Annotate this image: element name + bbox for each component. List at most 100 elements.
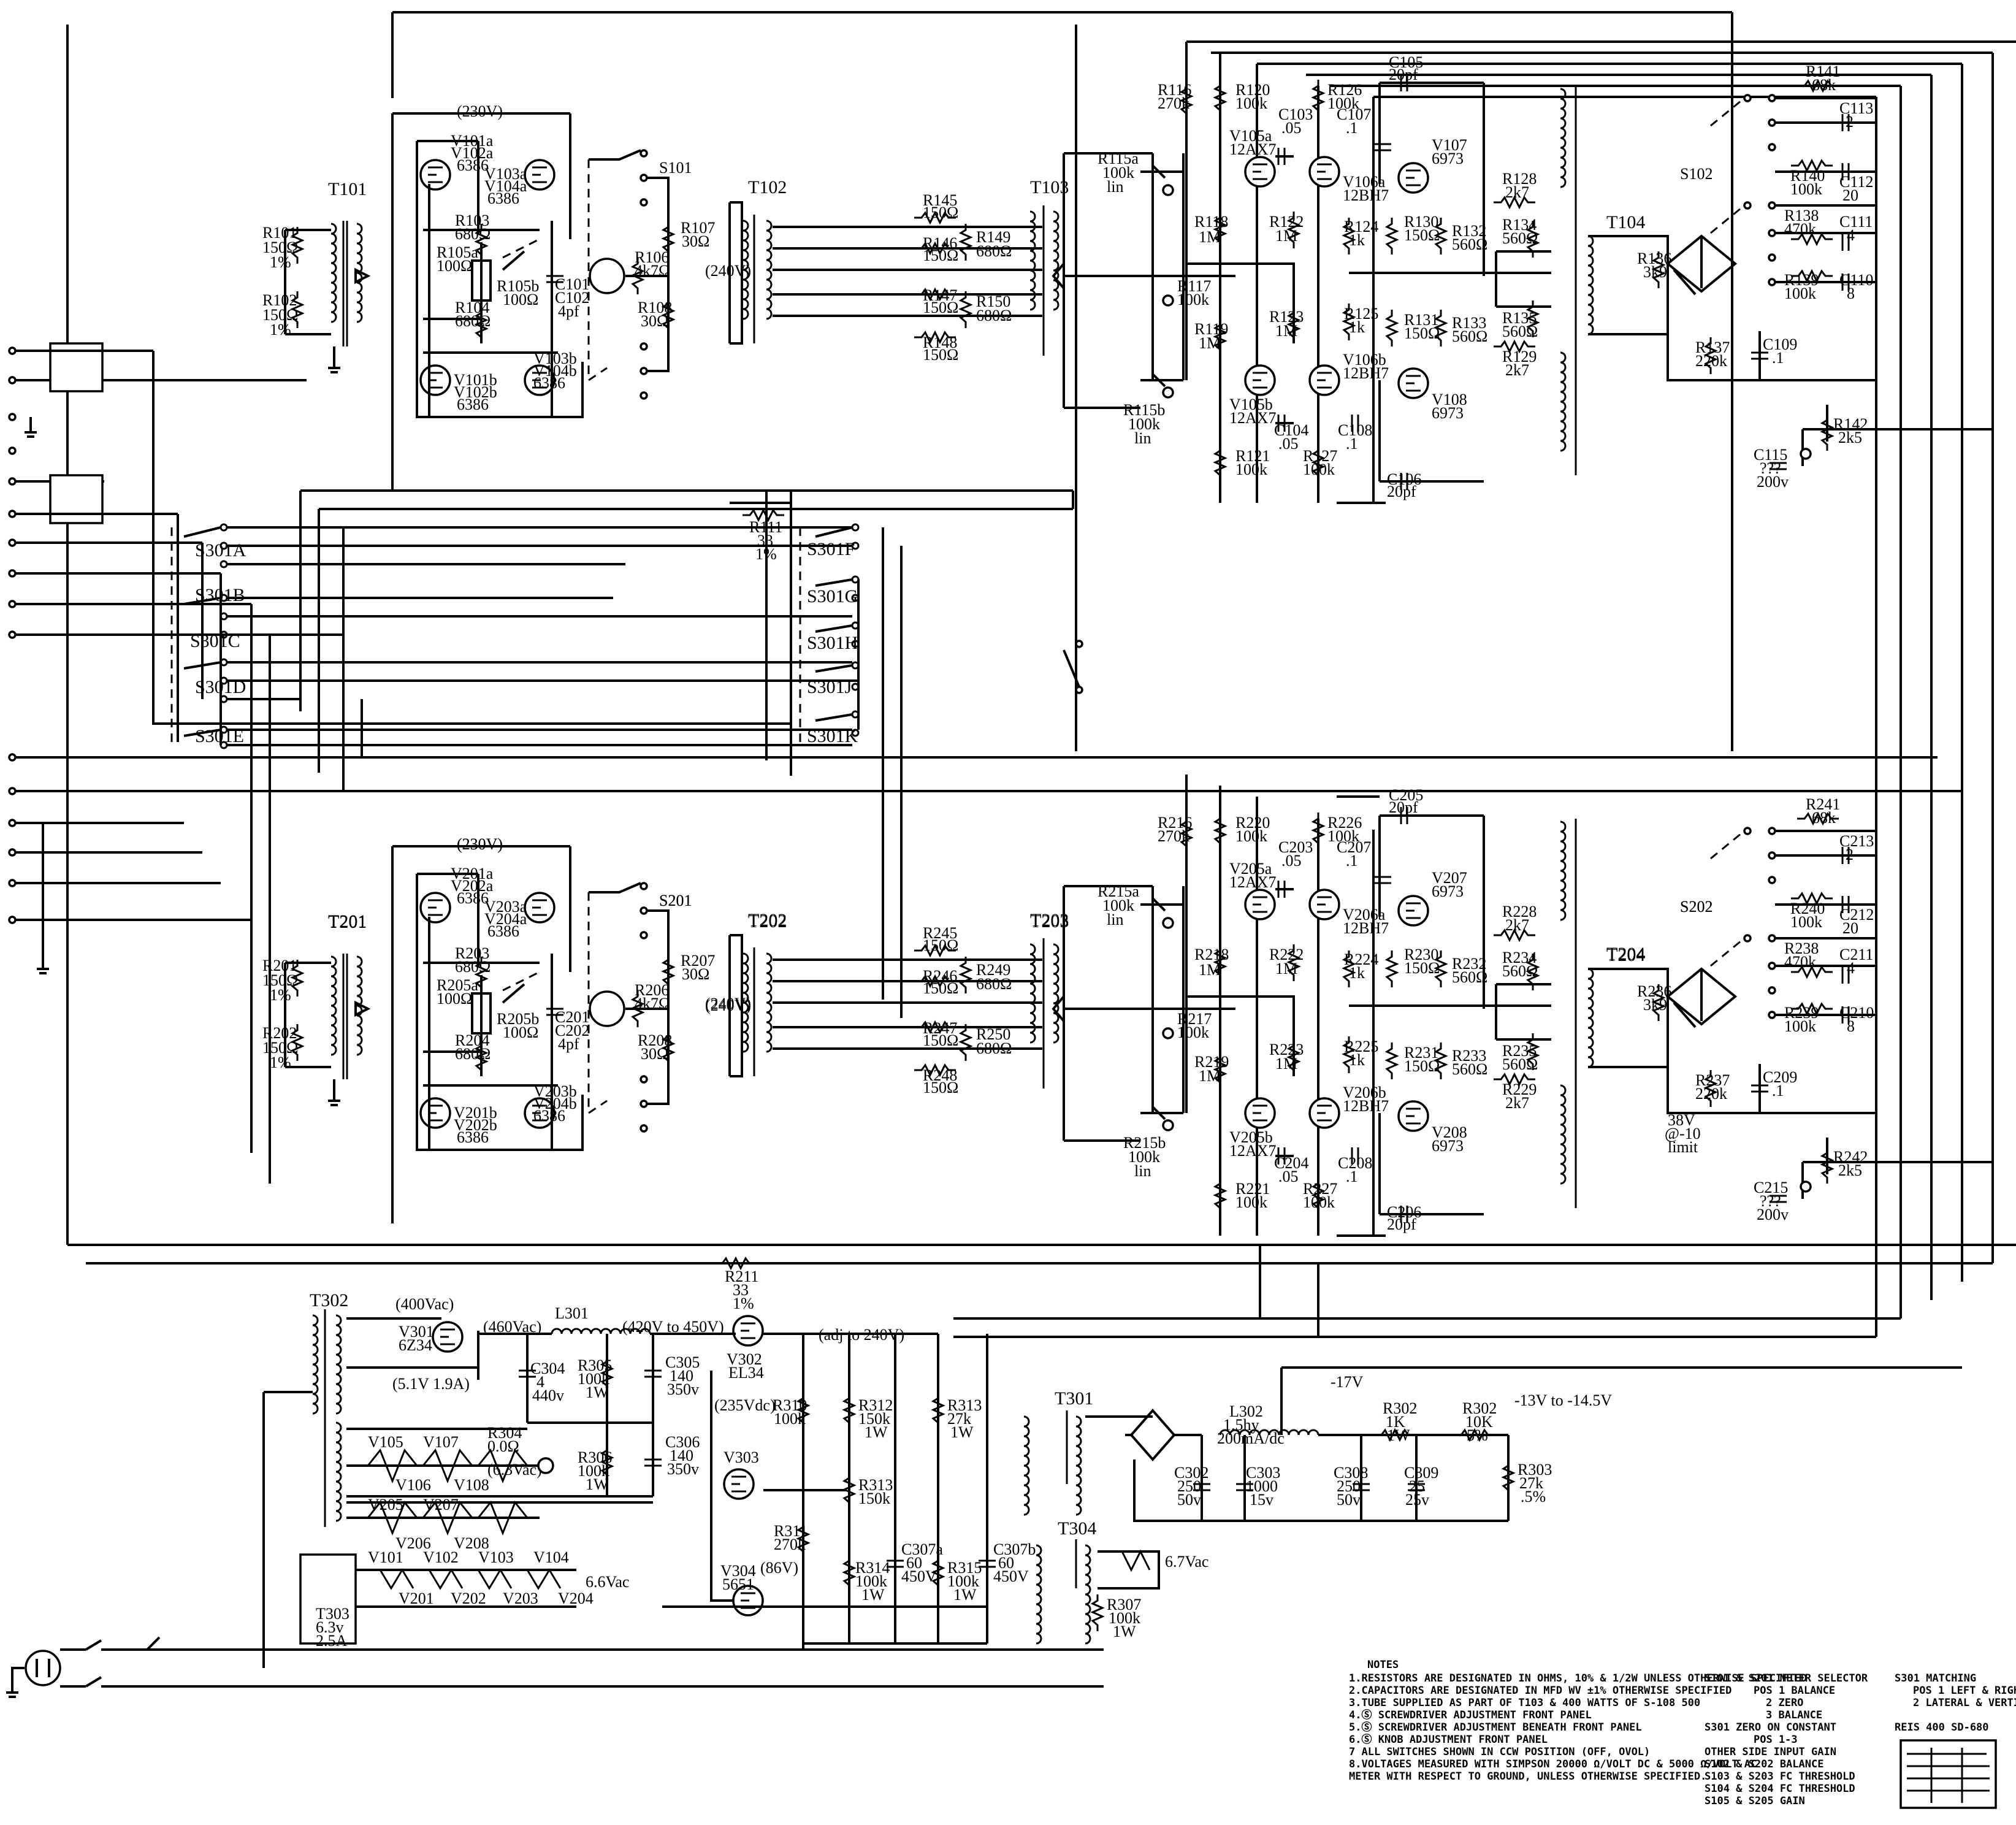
svg-text:POS 1-3: POS 1-3 xyxy=(1754,1734,1798,1746)
svg-text:6386: 6386 xyxy=(457,889,489,907)
svg-text:C101: C101 xyxy=(555,275,589,293)
svg-text:560Ω: 560Ω xyxy=(1502,1055,1538,1073)
svg-text:R223: R223 xyxy=(1269,1041,1304,1058)
svg-text:C205: C205 xyxy=(1389,786,1423,804)
svg-text:680Ω: 680Ω xyxy=(455,958,491,976)
svg-text:???: ??? xyxy=(1760,459,1781,477)
svg-text:S202: S202 xyxy=(1680,898,1712,916)
svg-text:8: 8 xyxy=(1847,1017,1855,1035)
t103-transformer: T103 xyxy=(1029,152,1235,409)
svg-text:V104a: V104a xyxy=(484,177,527,195)
svg-text:V208: V208 xyxy=(1432,1123,1467,1141)
svg-text:V202b: V202b xyxy=(454,1116,497,1134)
svg-text:50v: 50v xyxy=(1177,1491,1201,1509)
svg-text:(400Vac): (400Vac) xyxy=(395,1295,454,1313)
svg-text:20: 20 xyxy=(1842,919,1858,937)
svg-text:V101: V101 xyxy=(368,1548,403,1566)
svg-text:2k7: 2k7 xyxy=(1505,916,1529,934)
svg-text:220k: 220k xyxy=(1695,352,1727,370)
svg-text:S104 & S204 FC THRESHOLD: S104 & S204 FC THRESHOLD xyxy=(1705,1783,1855,1795)
svg-text:V105: V105 xyxy=(368,1433,403,1451)
svg-text:V304: V304 xyxy=(720,1562,756,1580)
svg-text:100k: 100k xyxy=(1784,285,1816,302)
svg-text:33: 33 xyxy=(757,532,773,549)
svg-text:R231: R231 xyxy=(1404,1044,1438,1062)
svg-text:C302: C302 xyxy=(1174,1464,1208,1482)
svg-text:100Ω: 100Ω xyxy=(437,990,472,1008)
svg-text:C204: C204 xyxy=(1274,1154,1308,1172)
svg-text:R229: R229 xyxy=(1502,1081,1537,1098)
svg-text:1k: 1k xyxy=(1349,231,1365,249)
svg-text:680Ω: 680Ω xyxy=(976,975,1012,993)
svg-text:R221: R221 xyxy=(1235,1180,1270,1198)
svg-text:R315: R315 xyxy=(947,1559,982,1577)
svg-text:T103: T103 xyxy=(1030,177,1069,197)
svg-text:2k7: 2k7 xyxy=(1505,183,1529,201)
svg-text:R216: R216 xyxy=(1158,814,1192,832)
svg-text:???: ??? xyxy=(1760,1192,1781,1210)
svg-text:R139: R139 xyxy=(1784,271,1819,289)
svg-text:V106: V106 xyxy=(395,1476,431,1494)
svg-text:12BH7: 12BH7 xyxy=(1343,1097,1389,1115)
svg-text:20pf: 20pf xyxy=(1389,66,1418,83)
svg-text:680Ω: 680Ω xyxy=(455,1045,491,1063)
svg-text:V103: V103 xyxy=(478,1548,514,1566)
svg-text:560Ω: 560Ω xyxy=(1502,962,1538,980)
svg-text:.1: .1 xyxy=(1772,1082,1784,1100)
svg-text:2k7: 2k7 xyxy=(1505,361,1529,379)
svg-text:R233: R233 xyxy=(1452,1047,1486,1065)
svg-text:R206: R206 xyxy=(635,981,669,999)
svg-text:C108: C108 xyxy=(1338,421,1372,439)
svg-text:1W: 1W xyxy=(1113,1623,1136,1640)
svg-text:R307: R307 xyxy=(1107,1596,1141,1613)
svg-text:R102: R102 xyxy=(262,291,297,309)
svg-text:1%: 1% xyxy=(755,545,777,563)
svg-text:100k: 100k xyxy=(578,1370,609,1388)
svg-text:470k: 470k xyxy=(1784,220,1816,238)
svg-text:.05: .05 xyxy=(1281,119,1302,137)
svg-text:V105a: V105a xyxy=(1229,127,1272,145)
svg-text:1%: 1% xyxy=(270,1054,291,1071)
svg-text:R248: R248 xyxy=(923,1066,957,1084)
svg-text:0.0Ω: 0.0Ω xyxy=(487,1437,519,1455)
svg-text:4k7Ω: 4k7Ω xyxy=(635,262,670,280)
svg-text:200v: 200v xyxy=(1757,1206,1789,1223)
svg-text:250: 250 xyxy=(1177,1477,1201,1495)
svg-text:R124: R124 xyxy=(1344,218,1378,235)
svg-text:350v: 350v xyxy=(667,1380,699,1398)
svg-text:V108: V108 xyxy=(454,1476,489,1494)
svg-text:.1: .1 xyxy=(1346,852,1358,870)
svg-text:R103: R103 xyxy=(455,212,489,229)
svg-text:100k: 100k xyxy=(1327,94,1359,112)
svg-text:R227: R227 xyxy=(1303,1180,1337,1198)
svg-text:R246: R246 xyxy=(923,967,957,985)
svg-text:560Ω: 560Ω xyxy=(1502,229,1538,247)
s301g-label: S301G xyxy=(807,586,858,606)
svg-text:.1: .1 xyxy=(1772,349,1784,367)
svg-text:R303: R303 xyxy=(1518,1461,1552,1479)
notes-block: NOTES 1.RESISTORS ARE DESIGNATED IN OHMS… xyxy=(1349,1659,2016,1809)
svg-text:10K: 10K xyxy=(1465,1413,1493,1431)
svg-text:T301: T301 xyxy=(1055,1388,1093,1409)
svg-text:2k7: 2k7 xyxy=(1505,1094,1529,1112)
svg-text:R134: R134 xyxy=(1502,216,1537,234)
svg-text:R132: R132 xyxy=(1452,222,1486,240)
svg-text:4: 4 xyxy=(536,1373,544,1391)
svg-text:T204: T204 xyxy=(1606,944,1645,964)
svg-text:6973: 6973 xyxy=(1432,150,1464,167)
svg-text:100Ω: 100Ω xyxy=(503,1023,538,1041)
svg-text:R236: R236 xyxy=(1637,982,1671,1000)
svg-text:60: 60 xyxy=(998,1554,1014,1572)
svg-text:1000: 1000 xyxy=(1246,1477,1278,1495)
svg-text:V101b: V101b xyxy=(454,371,497,389)
svg-text:12BH7: 12BH7 xyxy=(1343,186,1389,204)
svg-text:R235: R235 xyxy=(1502,1042,1537,1060)
svg-text:100k: 100k xyxy=(1790,180,1822,198)
t104-transformer: T204 xyxy=(1559,819,1669,1208)
svg-text:R150: R150 xyxy=(976,293,1010,310)
svg-text:T203: T203 xyxy=(1030,910,1069,930)
svg-text:R220: R220 xyxy=(1235,814,1270,832)
svg-text:6386: 6386 xyxy=(457,396,489,413)
